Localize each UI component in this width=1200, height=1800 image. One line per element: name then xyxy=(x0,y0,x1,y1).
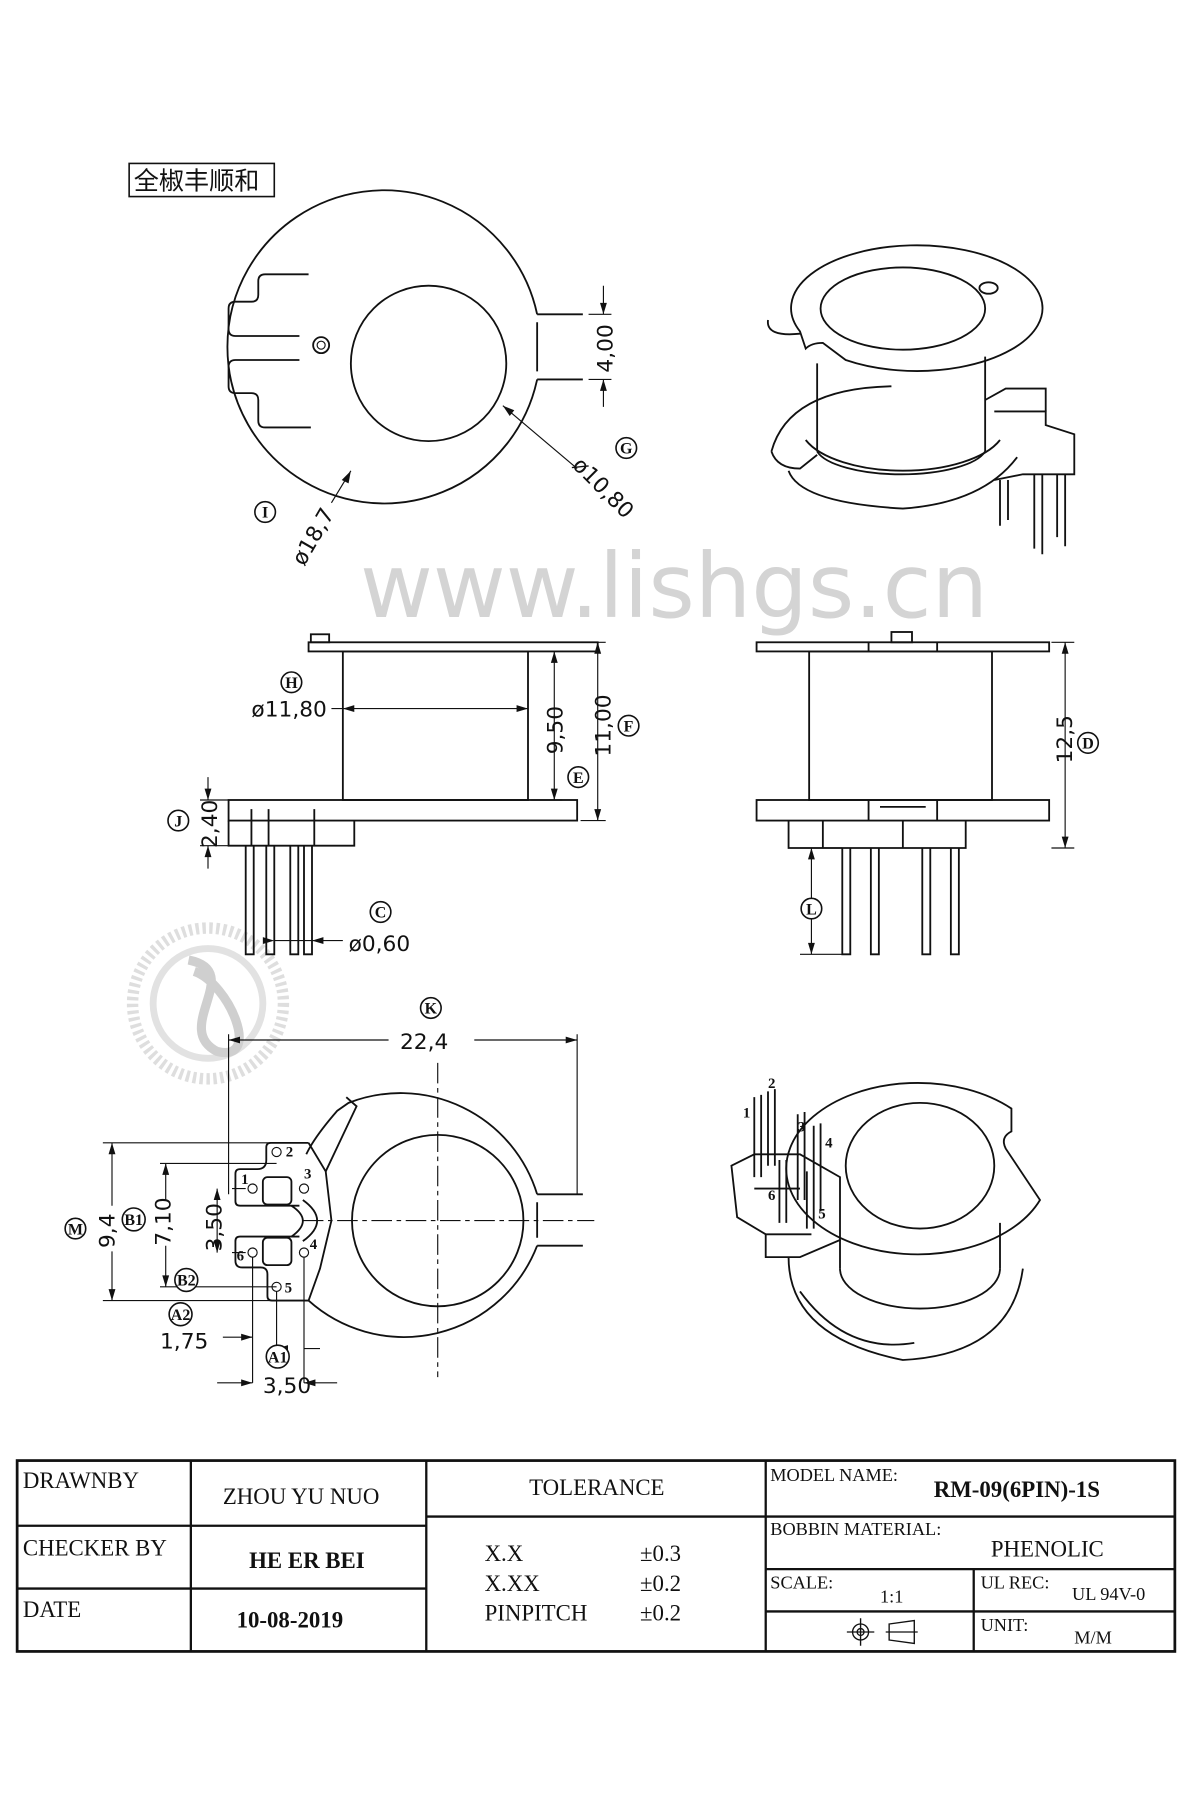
tolerance-value: ±0.2 xyxy=(640,1571,681,1596)
iso-pin-label-2: 2 xyxy=(768,1076,775,1092)
ref-c: C xyxy=(375,905,387,922)
ref-b1: B1 xyxy=(124,1212,143,1229)
checker-label: CHECKER BY xyxy=(23,1535,167,1560)
tolerance-value: ±0.2 xyxy=(640,1601,681,1626)
scale-value: 1:1 xyxy=(880,1586,903,1606)
projection-symbol-icon xyxy=(846,1618,918,1646)
unit-value: M/M xyxy=(1074,1627,1112,1647)
winding-height-dim: 9,50 xyxy=(543,706,568,754)
iso-pin-label-6: 6 xyxy=(768,1188,775,1204)
b1-dim: 7,10 xyxy=(151,1197,176,1245)
inner-dia-dim: ø10,80 xyxy=(567,453,638,524)
ref-e: E xyxy=(573,770,584,787)
pin-label-4: 4 xyxy=(310,1237,318,1253)
flange-height-dim: 11,00 xyxy=(591,694,616,756)
material-value: PHENOLIC xyxy=(991,1537,1104,1562)
ref-a2: A2 xyxy=(171,1307,191,1324)
date-value: 10-08-2019 xyxy=(237,1607,344,1632)
title-block: DRAWNBY ZHOU YU NUO CHECKER BY HE ER BEI… xyxy=(15,1459,1177,1653)
tolerance-value: ±0.3 xyxy=(640,1541,681,1566)
outer-dia-dim: ø18,7 xyxy=(288,504,340,570)
watermark-logo xyxy=(126,922,290,1085)
company-label-box xyxy=(128,162,276,198)
ref-l: L xyxy=(806,901,817,918)
model-value: RM-09(6PIN)-1S xyxy=(934,1477,1100,1502)
tolerance-key: PINPITCH xyxy=(485,1601,588,1626)
tolerance-key: X.X xyxy=(485,1541,524,1566)
material-label: BOBBIN MATERIAL: xyxy=(770,1519,941,1539)
scale-label: SCALE: xyxy=(770,1573,833,1593)
checker-value: HE ER BEI xyxy=(249,1548,365,1573)
pin-label-1: 1 xyxy=(241,1172,248,1188)
a1-dim: 3,50 xyxy=(263,1374,311,1399)
core-dia-dim: ø11,80 xyxy=(251,698,326,723)
model-label: MODEL NAME: xyxy=(770,1465,898,1485)
bottom-view: 1 2 3 4 5 6 K 22,4 M 9,4 B1 7,10 B2 3,50… xyxy=(64,996,595,1399)
pin-label-3: 3 xyxy=(304,1166,311,1182)
ref-m: M xyxy=(68,1221,83,1238)
drawn-by-value: ZHOU YU NUO xyxy=(223,1484,380,1509)
m-dim: 9,4 xyxy=(95,1213,120,1248)
width-dim: 22,4 xyxy=(400,1030,448,1055)
slot-width-dim: 4,00 xyxy=(594,324,619,372)
unit-label: UNIT: xyxy=(981,1615,1029,1635)
iso-view-top xyxy=(767,244,1076,555)
watermark-text: www.lishgs.cn xyxy=(360,535,988,639)
iso-pin-label-5: 5 xyxy=(818,1206,825,1222)
tolerance-key: X.XX xyxy=(485,1571,541,1596)
total-height-dim: 12,5 xyxy=(1053,715,1078,763)
base-height-dim: 2,40 xyxy=(198,800,223,848)
company-label: 全椒丰顺和 xyxy=(134,167,260,196)
pin-dia-dim: ø0,60 xyxy=(349,932,411,957)
ref-f: F xyxy=(624,718,634,735)
pin-label-2: 2 xyxy=(286,1145,293,1161)
drawn-by-label: DRAWNBY xyxy=(23,1468,139,1493)
iso-view-bottom: 1 2 3 4 5 6 xyxy=(730,1076,1042,1361)
side-view: 12,5 D L xyxy=(755,631,1100,956)
ul-label: UL REC: xyxy=(981,1573,1050,1593)
tolerance-label: TOLERANCE xyxy=(529,1475,664,1500)
pin-label-6: 6 xyxy=(237,1249,244,1265)
ref-a1: A1 xyxy=(268,1349,288,1366)
b2-dim: 3,50 xyxy=(203,1203,228,1251)
iso-pin-label-1: 1 xyxy=(743,1106,750,1122)
ref-k: K xyxy=(425,1001,438,1018)
ul-value: UL 94V-0 xyxy=(1072,1584,1145,1604)
ref-g: G xyxy=(620,441,633,458)
top-view: 4,00 ø10,80 G ø18,7 I xyxy=(226,189,638,570)
a2-dim: 1,75 xyxy=(160,1330,208,1355)
front-view: H ø11,80 9,50 E 11,00 F J 2,40 C ø0,60 xyxy=(167,633,640,957)
ref-j: J xyxy=(174,813,182,830)
date-label: DATE xyxy=(23,1597,81,1622)
iso-pin-label-3: 3 xyxy=(798,1119,805,1135)
pin-label-5: 5 xyxy=(285,1281,292,1297)
ref-i: I xyxy=(262,505,268,522)
ref-d: D xyxy=(1082,736,1094,753)
ref-h: H xyxy=(285,675,298,692)
ref-b2: B2 xyxy=(177,1273,196,1290)
iso-pin-label-4: 4 xyxy=(825,1135,833,1151)
